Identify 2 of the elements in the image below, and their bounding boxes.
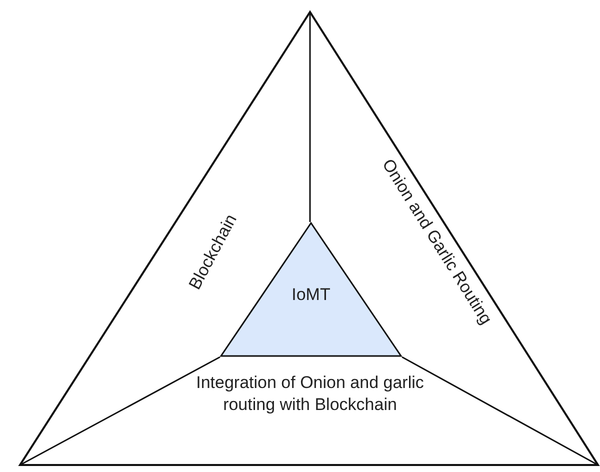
center-label: IoMT <box>290 284 332 306</box>
region-label: Integration of Onion and garlic routing with Blockchain <box>195 372 425 416</box>
